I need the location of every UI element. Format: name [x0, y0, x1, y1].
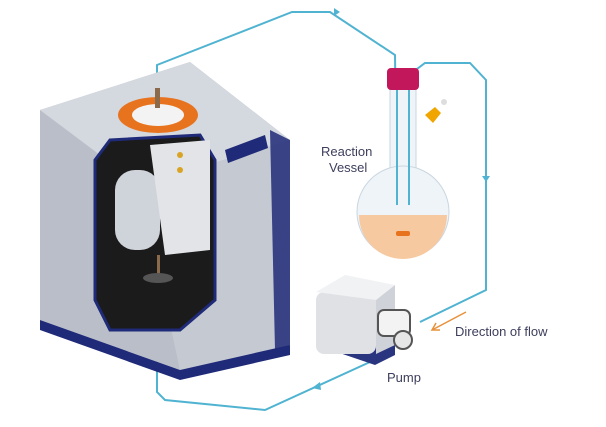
- pump: [316, 275, 413, 365]
- pump-label: Pump: [387, 370, 421, 385]
- flow-arrow-icon: [312, 382, 321, 390]
- clamp-icon: [425, 107, 441, 123]
- vessel-label: Reaction Vessel: [321, 144, 372, 176]
- vessel-label-line1: Reaction: [321, 144, 373, 159]
- vessel-cap: [387, 68, 419, 90]
- reaction-vessel: [356, 68, 450, 259]
- direction-label: Direction of flow: [455, 324, 548, 339]
- instrument: [40, 62, 290, 380]
- instrument-logo-panel: [225, 135, 268, 163]
- vessel-label-line2: Vessel: [329, 160, 368, 175]
- direction-arrow-icon: [430, 311, 467, 331]
- flow-arrow-icon: [334, 8, 340, 16]
- flow-arrowheads: [312, 8, 490, 390]
- flow-arrow-icon: [482, 176, 490, 182]
